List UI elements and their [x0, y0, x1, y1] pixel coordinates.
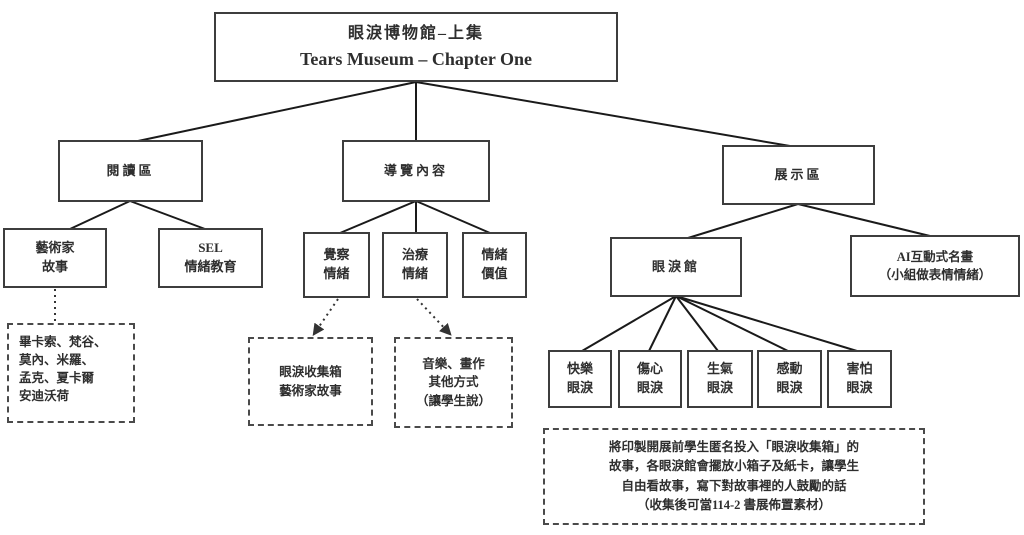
node-tears-hall: 眼淚館: [610, 237, 742, 297]
connector: [648, 295, 677, 352]
connector: [687, 203, 799, 239]
node-ai-interactive-paintings: AI互動式名畫 （小組做表情情緒）: [850, 235, 1020, 297]
node-moved-tears: 感動 眼淚: [757, 350, 822, 408]
root-node-tears-museum: 眼淚博物館–上集 Tears Museum – Chapter One: [214, 12, 618, 82]
node-display-area: 展示區: [722, 145, 875, 205]
note-exhibition-instructions: 將印製開展前學生匿名投入「眼淚收集箱」的 故事，各眼淚館會擺放小箱子及紙卡，讓學…: [543, 428, 925, 525]
connector: [675, 295, 789, 352]
connector: [137, 81, 417, 142]
node-sad-tears: 傷心 眼淚: [618, 350, 682, 408]
node-angry-tears: 生氣 眼淚: [687, 350, 753, 408]
node-tour-content: 導覽內容: [342, 140, 490, 202]
node-reading-area: 閱讀區: [58, 140, 203, 202]
connector: [675, 295, 719, 352]
connector: [581, 295, 677, 352]
node-emotion-value: 情緒 價值: [462, 232, 527, 298]
note-healing-methods: 音樂、畫作 其他方式 （讓學生說）: [394, 337, 513, 428]
connector: [129, 200, 206, 230]
connector: [69, 200, 131, 230]
note-tear-collection-box: 眼淚收集箱 藝術家故事: [248, 337, 373, 426]
connector: [415, 81, 791, 147]
node-scared-tears: 害怕 眼淚: [827, 350, 892, 408]
node-artist-stories: 藝術家 故事: [3, 228, 107, 288]
node-aware-emotions: 覺察 情緒: [303, 232, 370, 298]
root-title-en: Tears Museum – Chapter One: [299, 48, 532, 69]
dotted-connector: [312, 298, 339, 336]
connector: [797, 203, 931, 237]
node-heal-emotions: 治療 情緒: [382, 232, 448, 298]
connector: [675, 295, 858, 352]
root-title-zh: 眼淚博物館–上集: [347, 25, 484, 43]
connector: [415, 200, 491, 234]
dotted-connector: [416, 298, 452, 336]
note-artist-list: 畢卡索、梵谷、 莫內、米羅、 孟克、夏卡爾 安迪沃荷: [7, 323, 135, 423]
connector: [339, 200, 417, 234]
node-sel-emotion-education: SEL 情緒教育: [158, 228, 263, 288]
node-happy-tears: 快樂 眼淚: [548, 350, 612, 408]
